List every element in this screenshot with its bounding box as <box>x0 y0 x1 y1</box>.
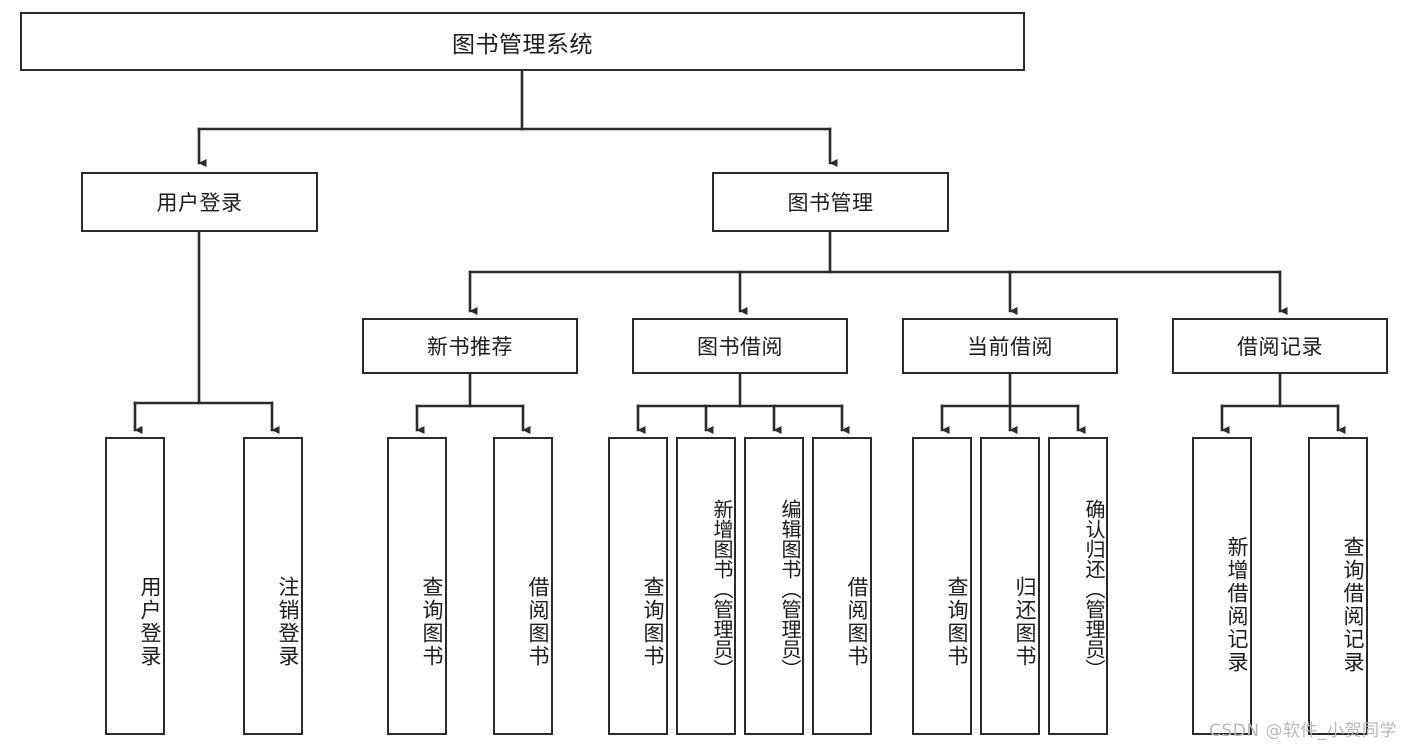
watermark: CSDN @软件_小贺同学 <box>1209 721 1397 741</box>
node-label: 新书推荐 <box>427 335 513 359</box>
node-borrow-record[interactable]: 借阅记录 <box>1172 318 1388 374</box>
node-label: 图书管理系统 <box>452 31 593 58</box>
node-label: 借阅图书 <box>845 576 869 668</box>
node-label: 用户登录 <box>156 191 243 215</box>
node-book-management[interactable]: 图书管理 <box>712 172 949 232</box>
node-user-login[interactable]: 用户登录 <box>81 172 318 232</box>
node-root-book-management-system[interactable]: 图书管理系统 <box>20 12 1025 71</box>
node-label: 借阅图书 <box>526 576 550 668</box>
leaf-current-borrow-query-book[interactable]: 查询图书 <box>912 437 972 735</box>
leaf-borrow-record-query-record[interactable]: 查询借阅记录 <box>1308 437 1368 735</box>
leaf-current-borrow-return-book[interactable]: 归还图书 <box>980 437 1040 735</box>
node-label: 借阅记录 <box>1237 335 1323 359</box>
leaf-borrow-record-add-record[interactable]: 新增借阅记录 <box>1192 437 1252 735</box>
leaf-book-borrow-edit-book-admin[interactable]: 编辑图书（管理员） <box>744 437 804 735</box>
node-label: 新增借阅记录 <box>1225 536 1249 674</box>
node-current-borrow[interactable]: 当前借阅 <box>902 318 1118 374</box>
node-label: 查询图书 <box>420 576 444 668</box>
leaf-user-login-logout[interactable]: 注销登录 <box>243 437 303 735</box>
leaf-book-borrow-borrow-book[interactable]: 借阅图书 <box>812 437 872 735</box>
node-label: 查询图书 <box>641 576 665 668</box>
node-new-book-recommend[interactable]: 新书推荐 <box>362 318 578 374</box>
node-label: 当前借阅 <box>967 335 1053 359</box>
leaf-book-borrow-add-book-admin[interactable]: 新增图书（管理员） <box>676 437 736 735</box>
leaf-new-book-query-book[interactable]: 查询图书 <box>387 437 447 735</box>
leaf-book-borrow-query-book[interactable]: 查询图书 <box>608 437 668 735</box>
node-label: 查询图书 <box>945 576 969 668</box>
node-label: 图书借阅 <box>697 335 783 359</box>
leaf-user-login-login[interactable]: 用户登录 <box>105 437 165 735</box>
node-label: 编辑图书（管理员） <box>778 499 802 679</box>
node-label: 归还图书 <box>1013 576 1037 668</box>
node-book-borrow[interactable]: 图书借阅 <box>632 318 848 374</box>
leaf-current-borrow-confirm-return-admin[interactable]: 确认归还（管理员） <box>1048 437 1108 735</box>
node-label: 查询借阅记录 <box>1341 536 1365 674</box>
node-label: 用户登录 <box>138 576 162 668</box>
node-label: 确认归还（管理员） <box>1082 499 1106 679</box>
leaf-new-book-borrow-book[interactable]: 借阅图书 <box>493 437 553 735</box>
node-label: 注销登录 <box>276 576 300 668</box>
node-label: 图书管理 <box>787 191 874 215</box>
node-label: 新增图书（管理员） <box>710 499 734 679</box>
